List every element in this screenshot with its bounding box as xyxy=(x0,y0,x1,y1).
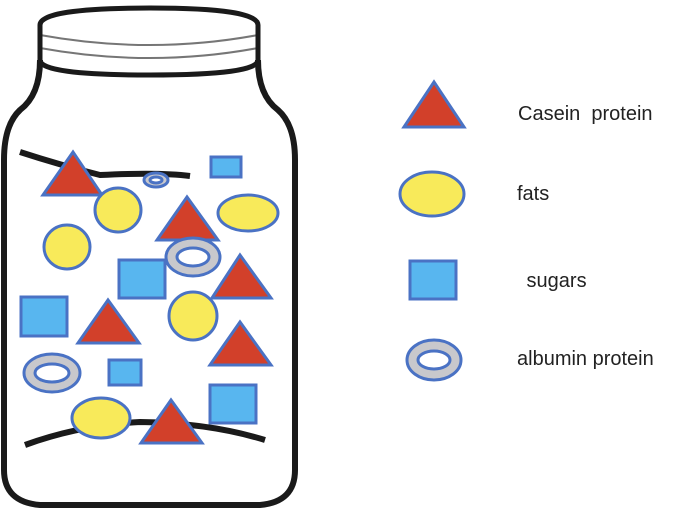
albumin-protein-ring xyxy=(142,171,170,189)
legend-triangle-icon xyxy=(401,79,467,129)
legend-square-icon xyxy=(408,259,458,301)
casein-protein-triangle xyxy=(154,194,221,242)
sugar-square xyxy=(209,155,243,179)
fat-ellipse xyxy=(70,396,132,440)
casein-protein-triangle xyxy=(209,252,274,300)
fat-ellipse xyxy=(42,223,92,271)
casein-protein-triangle xyxy=(207,319,274,367)
sugar-square xyxy=(117,258,167,300)
sugar-square xyxy=(208,383,258,425)
casein-protein-triangle xyxy=(138,397,205,445)
fat-ellipse xyxy=(167,290,219,342)
legend-label-fats: fats xyxy=(517,183,550,205)
albumin-protein-ring xyxy=(164,236,222,278)
sugar-square xyxy=(19,295,69,338)
legend-ring-icon xyxy=(405,338,463,382)
fat-ellipse xyxy=(93,186,143,234)
legend-icons xyxy=(398,79,467,382)
legend-label-casein: Casein protein xyxy=(518,103,653,125)
fat-ellipse xyxy=(216,193,280,233)
jar xyxy=(0,5,298,508)
legend-label-sugars: sugars xyxy=(521,270,587,292)
casein-protein-triangle xyxy=(75,297,142,345)
jar-contents xyxy=(19,149,280,445)
legend-ellipse-icon xyxy=(398,170,466,218)
albumin-protein-ring xyxy=(22,352,82,394)
legend-label-albumin: albumin protein xyxy=(517,348,654,370)
sugar-square xyxy=(107,358,143,387)
casein-protein-triangle xyxy=(40,149,105,197)
